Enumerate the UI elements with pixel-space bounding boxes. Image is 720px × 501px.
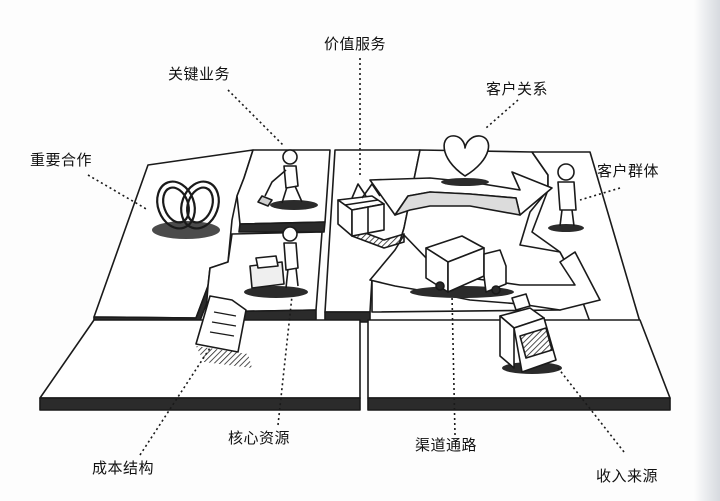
- customer-figure-icon: [548, 163, 584, 232]
- leader-key-resources: [277, 295, 293, 426]
- label-key-partners: 重要合作: [30, 151, 93, 169]
- label-customer-segments: 客户群体: [597, 162, 660, 180]
- label-key-activities: 关键业务: [168, 65, 231, 83]
- leader-key-partners: [87, 174, 149, 211]
- label-customer-relationships: 客户关系: [486, 80, 549, 98]
- leader-lines: [87, 58, 625, 456]
- cash-register-icon: [499, 293, 562, 374]
- label-cost-structure: 成本结构: [92, 459, 155, 477]
- worker-digging-icon: [257, 149, 318, 210]
- rings-icon: [152, 180, 220, 239]
- leader-customer-relationships: [485, 99, 519, 129]
- label-revenue-streams: 收入来源: [596, 467, 659, 485]
- leader-channels: [451, 294, 456, 436]
- label-value-propositions: 价值服务: [324, 35, 387, 53]
- leader-cost-structure: [139, 347, 211, 456]
- truck-icon: [410, 235, 514, 298]
- leader-key-activities: [227, 89, 284, 146]
- page-edge-shadow: [694, 0, 720, 501]
- gift-box-icon: [337, 183, 405, 249]
- key-activities-block: [236, 149, 331, 233]
- worker-cart-icon: [244, 226, 308, 298]
- leader-customer-segments: [579, 187, 621, 201]
- invoice-paper-icon: [195, 295, 252, 368]
- heart-icon: [441, 135, 490, 186]
- cost-structure-block: [39, 319, 361, 411]
- label-key-resources: 核心资源: [228, 429, 291, 447]
- label-channels: 渠道通路: [415, 436, 478, 454]
